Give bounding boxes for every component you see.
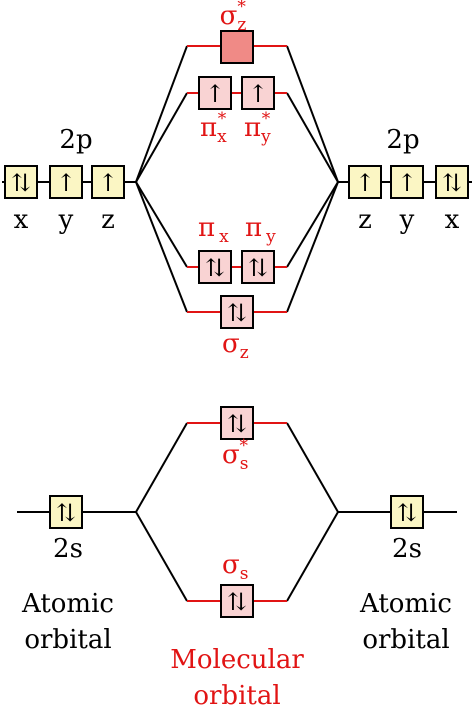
sigma-s-star-orbital: ⇅ σs* xyxy=(220,406,254,474)
single-electron-icon: ↑ xyxy=(248,80,268,108)
single-electron-icon: ↑ xyxy=(205,80,225,108)
molecular-orbital-caption: Molecular orbital xyxy=(170,645,304,711)
right-2s-label: 2s xyxy=(392,534,422,564)
caption-line: Atomic xyxy=(359,589,452,619)
caption-line: Atomic xyxy=(21,589,114,619)
right-2p-label: 2p xyxy=(386,125,419,155)
sigma-s-orbital: σs ⇅ xyxy=(220,550,254,618)
right-axis-z-label: z xyxy=(358,205,372,235)
sigma-z-star-label: σz* xyxy=(220,0,247,35)
left-atomic-orbital-caption: Atomic orbital xyxy=(21,589,114,655)
sigma-s-star-box: ⇅ xyxy=(220,406,254,440)
right-2p-x-orbital-box: ⇅ xyxy=(435,165,469,199)
single-electron-icon: ↑ xyxy=(397,169,417,197)
sigma-z-label: σz xyxy=(222,329,249,363)
left-atom-2p: 2p ⇅ ↑ ↑ x y z xyxy=(4,125,125,235)
paired-electrons-icon: ⇅ xyxy=(227,410,247,438)
right-atom-2s: ⇅ 2s xyxy=(390,495,424,564)
paired-electrons-icon: ⇅ xyxy=(205,254,225,282)
pi-x-star-label: πx* xyxy=(200,109,227,147)
single-electron-icon: ↑ xyxy=(355,169,375,197)
paired-electrons-icon: ⇅ xyxy=(11,169,31,197)
sigma-z-star-orbital: σz* xyxy=(220,0,254,64)
right-axis-x-label: x xyxy=(445,205,460,235)
pi-y-star-box: ↑ xyxy=(241,76,275,110)
right-axis-y-label: y xyxy=(399,205,415,235)
sigma-z-box: ⇅ xyxy=(220,295,254,329)
caption-line: orbital xyxy=(193,681,280,711)
sigma-s-label: σs xyxy=(222,550,248,584)
paired-electrons-icon: ⇅ xyxy=(442,169,462,197)
left-axis-x-label: x xyxy=(14,205,29,235)
caption-line: orbital xyxy=(24,625,111,655)
paired-electrons-icon: ⇅ xyxy=(397,499,417,527)
pi-star-orbitals: ↑ ↑ πx* πy* xyxy=(198,76,275,147)
right-2p-y-orbital-box: ↑ xyxy=(390,165,424,199)
left-2p-x-orbital-box: ⇅ xyxy=(4,165,38,199)
pi-y-box: ⇅ xyxy=(241,250,275,284)
sigma-s-star-label: σs* xyxy=(222,436,248,474)
left-axis-z-label: z xyxy=(101,205,115,235)
left-2p-label: 2p xyxy=(59,125,92,155)
pi-x-star-box: ↑ xyxy=(198,76,232,110)
single-electron-icon: ↑ xyxy=(98,169,118,197)
left-2p-y-orbital-box: ↑ xyxy=(49,165,83,199)
caption-line: orbital xyxy=(362,625,449,655)
left-2s-label: 2s xyxy=(53,534,83,564)
paired-electrons-icon: ⇅ xyxy=(227,588,247,616)
paired-electrons-icon: ⇅ xyxy=(56,499,76,527)
pi-y-star-label: πy* xyxy=(244,109,271,147)
left-atom-2s: ⇅ 2s xyxy=(49,495,83,564)
left-2p-z-orbital-box: ↑ xyxy=(91,165,125,199)
single-electron-icon: ↑ xyxy=(56,169,76,197)
paired-electrons-icon: ⇅ xyxy=(248,254,268,282)
right-atom-2p: 2p ↑ ↑ ⇅ z y x xyxy=(348,125,469,235)
paired-electrons-icon: ⇅ xyxy=(227,299,247,327)
sigma-s-box: ⇅ xyxy=(220,584,254,618)
sigma-z-star-box-empty xyxy=(220,30,254,64)
left-2s-orbital-box: ⇅ xyxy=(49,495,83,529)
caption-line: Molecular xyxy=(170,645,304,675)
right-atomic-orbital-caption: Atomic orbital xyxy=(359,589,452,655)
left-axis-y-label: y xyxy=(58,205,74,235)
right-2p-z-orbital-box: ↑ xyxy=(348,165,382,199)
sigma-z-orbital: ⇅ σz xyxy=(220,295,254,363)
pi-x-box: ⇅ xyxy=(198,250,232,284)
right-2s-orbital-box: ⇅ xyxy=(390,495,424,529)
